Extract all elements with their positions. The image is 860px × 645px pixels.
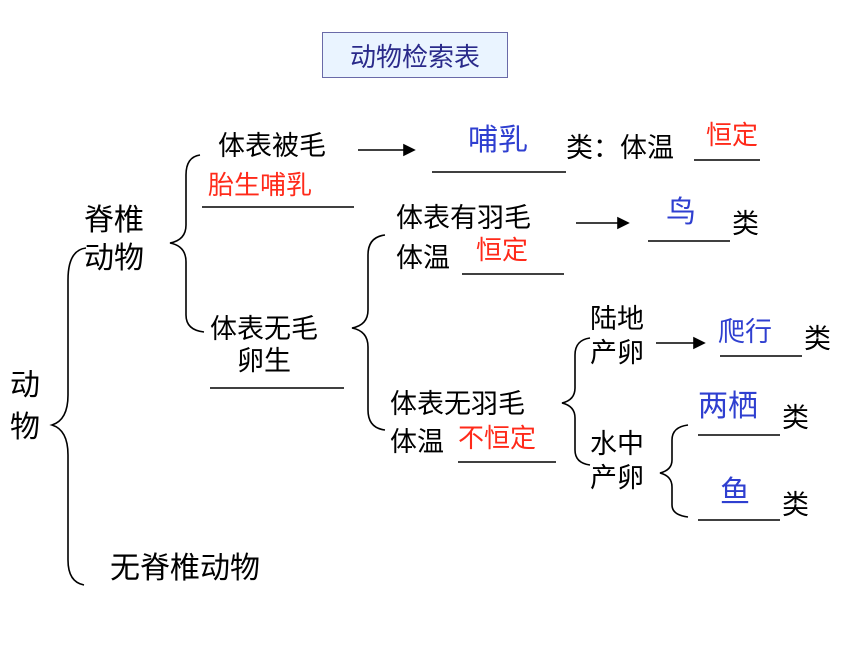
feather-temp-label: 体温	[396, 243, 450, 274]
title-box: 动物检索表	[322, 32, 508, 78]
fish-answer: 鱼	[720, 475, 750, 510]
nofeather-temp-answer: 不恒定	[458, 424, 537, 454]
vertebrate-label: 脊椎 动物	[84, 203, 144, 276]
mammal-suffix: 类：体温	[566, 133, 674, 164]
invertebrate-label: 无脊椎动物	[110, 551, 260, 586]
amphibian-suffix: 类	[782, 403, 809, 434]
reproduction-answer: 胎生哺乳	[208, 171, 313, 201]
page-title: 动物检索表	[349, 42, 480, 73]
root-label: 动 物	[10, 368, 40, 445]
nofeather-brace	[561, 337, 591, 466]
feather-label: 体表有羽毛	[396, 203, 531, 234]
vertebrate-brace	[169, 154, 205, 333]
bird-suffix: 类	[732, 209, 759, 240]
bird-answer: 鸟	[666, 195, 696, 230]
mammal-answer: 哺乳	[468, 123, 528, 158]
hair-label: 体表被毛	[218, 131, 326, 162]
water-brace	[659, 424, 689, 518]
root-brace	[49, 247, 87, 586]
reptile-answer: 爬行	[718, 317, 772, 348]
water-label: 水中 产卵	[590, 429, 644, 494]
reptile-suffix: 类	[804, 324, 831, 355]
nohair-label: 体表无毛 卵生	[210, 314, 318, 378]
amphibian-answer: 两栖	[698, 389, 758, 424]
feather-temp-answer: 恒定	[476, 236, 529, 266]
nofeather-temp-label: 体温	[390, 427, 444, 458]
nofeather-label: 体表无羽毛	[390, 389, 525, 420]
nohair-brace	[351, 234, 386, 431]
mammal-temp-answer: 恒定	[706, 121, 759, 151]
land-label: 陆地 产卵	[590, 304, 644, 369]
fish-suffix: 类	[782, 490, 809, 521]
